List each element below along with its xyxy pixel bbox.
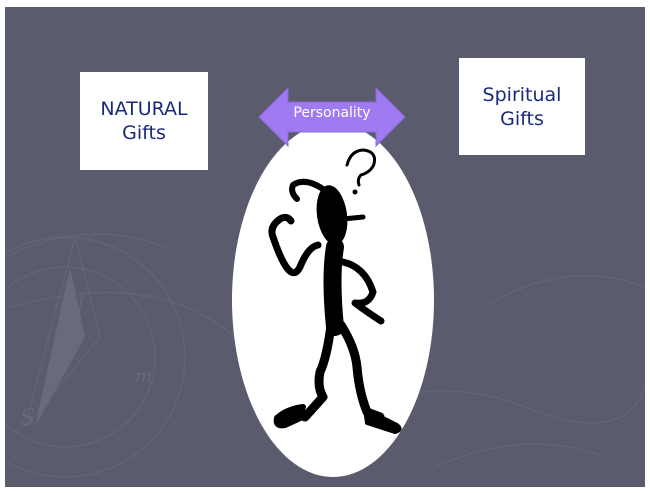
personality-arrow-label: Personality: [279, 105, 385, 121]
natural-gifts-box: NATURAL Gifts: [80, 72, 208, 170]
spiritual-gifts-line2: Gifts: [500, 107, 544, 131]
slide: N S m: [5, 7, 645, 487]
natural-gifts-line1: NATURAL: [100, 97, 187, 121]
spiritual-gifts-line1: Spiritual: [483, 83, 562, 107]
natural-gifts-line2: Gifts: [122, 121, 166, 145]
spiritual-gifts-box: Spiritual Gifts: [459, 58, 585, 155]
